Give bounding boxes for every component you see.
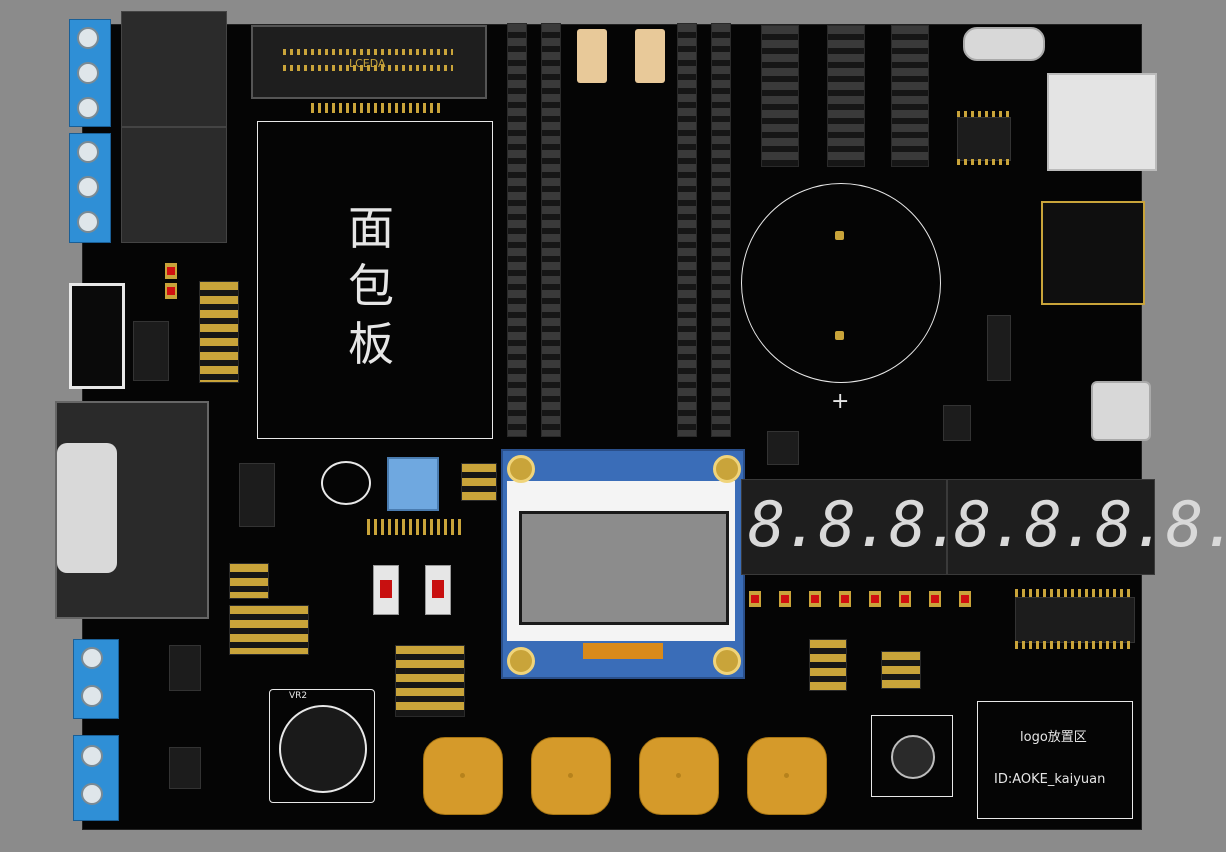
touch-pad-2[interactable]: [531, 737, 611, 815]
screw-icon: [77, 141, 99, 163]
breadboard-outline: 面 包 板: [257, 121, 493, 439]
pin-header-long-3: [677, 23, 697, 437]
led-red: [899, 591, 911, 607]
led-red: [869, 591, 881, 607]
oled-flex-cable: [583, 643, 663, 659]
mount-hole: [713, 455, 741, 483]
breadboard-label-2: 包: [348, 259, 394, 313]
terminal-block-4: [73, 735, 119, 821]
pin-header-left-1: [199, 281, 239, 383]
ic-left-2: [239, 463, 275, 527]
smd-row: [367, 519, 461, 535]
tactile-button-2[interactable]: [425, 565, 451, 615]
photoresistor: [321, 461, 371, 505]
screw-icon: [81, 685, 103, 707]
ic-right-2: [943, 405, 971, 441]
pin-header-long-4: [711, 23, 731, 437]
db9-serial-port[interactable]: [55, 401, 209, 619]
joystick-outline: [871, 715, 953, 797]
led-red: [165, 263, 177, 279]
oled-display-module: [501, 449, 745, 679]
header-label: LCEDA: [349, 57, 386, 70]
mount-hole: [507, 647, 535, 675]
pin-header-under-display-1: [809, 639, 847, 691]
relay-2: [121, 127, 227, 243]
ic-bottom-left-2: [169, 747, 201, 789]
screw-icon: [77, 27, 99, 49]
logo-area-id: ID:AOKE_kaiyuan: [994, 772, 1106, 787]
buzzer-outline: [741, 183, 941, 383]
encoder-label: VR2: [289, 691, 308, 701]
pin-header-bottom-left-1: [229, 563, 269, 599]
pin-header-bottom-left-2: [229, 605, 309, 655]
oled-screen: [519, 511, 729, 625]
breadboard-label-3: 板: [348, 317, 394, 371]
touch-pad-3[interactable]: [639, 737, 719, 815]
usb-a-port[interactable]: [1047, 73, 1157, 171]
shift-register-chip: [1015, 597, 1135, 643]
pcb-board[interactable]: LCEDA 面 包 板: [55, 11, 1226, 830]
buzzer-plus: +: [831, 389, 850, 414]
touch-pad-1[interactable]: [423, 737, 503, 815]
screw-icon: [77, 62, 99, 84]
rotary-encoder-outline: [269, 689, 375, 803]
pin-header-small: [461, 463, 497, 501]
mount-hole: [507, 455, 535, 483]
crystal-oscillator: [963, 27, 1045, 61]
pin-header-long-1: [507, 23, 527, 437]
screw-icon: [81, 783, 103, 805]
sd-card-slot: [1041, 201, 1145, 305]
capacitor: [635, 29, 665, 83]
screw-icon: [77, 211, 99, 233]
rotary-encoder[interactable]: [279, 705, 367, 793]
led-red: [749, 591, 761, 607]
pin-header-top-2: [827, 25, 865, 167]
logo-area-label: logo放置区: [1020, 730, 1087, 745]
seven-segment-display-left: 8.8.8.8.: [741, 479, 1033, 575]
smd-row: [311, 103, 441, 113]
led-red: [929, 591, 941, 607]
logo-area: logo放置区 ID:AOKE_kaiyuan: [977, 701, 1133, 819]
seven-segment-display-right: 8.8.8.8.: [947, 479, 1226, 575]
ic-left-1: [133, 321, 169, 381]
screw-icon: [81, 647, 103, 669]
led-red: [779, 591, 791, 607]
jst-connector: [69, 283, 125, 389]
idc-header: LCEDA: [251, 25, 487, 99]
seven-segment-digits-right: 8.8.8.8.: [954, 488, 1226, 561]
touch-pad-4[interactable]: [747, 737, 827, 815]
screw-icon: [77, 176, 99, 198]
ic-right-1: [987, 315, 1011, 381]
led-red: [959, 591, 971, 607]
buzzer-pad: [835, 331, 844, 340]
pin-header-top-1: [761, 25, 799, 167]
led-red: [839, 591, 851, 607]
screw-icon: [81, 745, 103, 767]
ic-small-middle: [767, 431, 799, 465]
usb-c-port[interactable]: [1091, 381, 1151, 441]
usb-chip: [957, 117, 1011, 161]
joystick[interactable]: [891, 735, 935, 779]
pin-header-bottom-mid: [395, 645, 465, 717]
mount-hole: [713, 647, 741, 675]
tactile-button-1[interactable]: [373, 565, 399, 615]
potentiometer[interactable]: [387, 457, 439, 511]
pin-header-long-2: [541, 23, 561, 437]
ic-bottom-left-1: [169, 645, 201, 691]
pin-header-top-3: [891, 25, 929, 167]
pin-header-under-display-2: [881, 651, 921, 689]
led-red: [165, 283, 177, 299]
led-red: [809, 591, 821, 607]
screw-icon: [77, 97, 99, 119]
capacitor: [577, 29, 607, 83]
buzzer-pad: [835, 231, 844, 240]
breadboard-label-1: 面: [348, 201, 394, 255]
relay-1: [121, 11, 227, 127]
